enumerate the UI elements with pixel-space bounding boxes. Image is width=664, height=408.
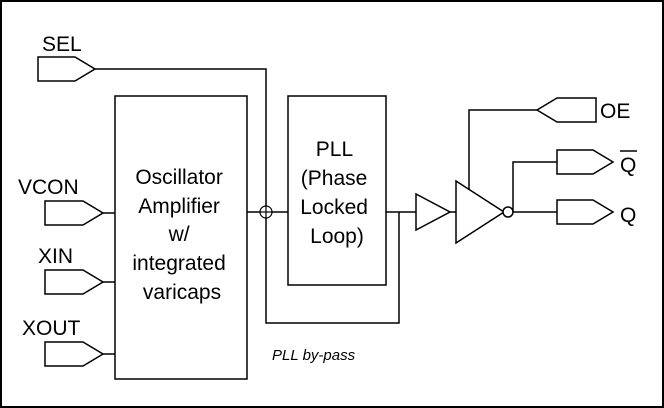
- sel-wire: [95, 68, 400, 324]
- vcon-label: VCON: [18, 176, 79, 199]
- pll-line-1: PLL: [316, 138, 353, 161]
- xout-input-connector: [44, 341, 105, 367]
- inverter-bubble: [502, 206, 514, 218]
- pll-line-2: (Phase: [301, 167, 368, 190]
- oscillator-line-3: w/: [168, 223, 190, 246]
- pll-label: PLL (Phase Locked Loop): [300, 138, 374, 248]
- vcon-input-connector: [44, 200, 105, 226]
- xin-input-connector: [44, 269, 105, 295]
- oscillator-label: Oscillator Amplifier w/ integrated varic…: [132, 166, 231, 304]
- sel-label: SEL: [42, 33, 82, 56]
- oe-label: OE: [600, 100, 630, 123]
- q-label: Q: [620, 204, 636, 227]
- oscillator-line-4: integrated: [132, 252, 225, 275]
- xin-label: XIN: [38, 245, 73, 268]
- pll-bypass-label: PLL by-pass: [272, 347, 356, 364]
- pll-line-4: Loop): [310, 225, 364, 248]
- oe-input-connector: [535, 97, 597, 123]
- buffer-triangle: [415, 192, 452, 232]
- pll-block: [287, 95, 387, 286]
- oscillator-line-1: Oscillator: [135, 166, 223, 189]
- q-bar-wire: [512, 161, 557, 212]
- sel-input-connector: [37, 56, 97, 82]
- xout-label: XOUT: [22, 317, 81, 340]
- output-driver-triangle: [455, 179, 506, 245]
- pll-line-3: Locked: [300, 196, 368, 219]
- oscillator-amplifier-block: [114, 95, 248, 380]
- oe-wire: [468, 109, 537, 189]
- q-bar-label: Q: [620, 154, 636, 177]
- q-output-connector: [556, 199, 615, 225]
- oscillator-line-5: varicaps: [143, 281, 221, 304]
- wire-crossing-symbol: [259, 205, 273, 219]
- oscillator-line-2: Amplifier: [138, 195, 220, 218]
- q-bar-output-connector: [556, 149, 615, 175]
